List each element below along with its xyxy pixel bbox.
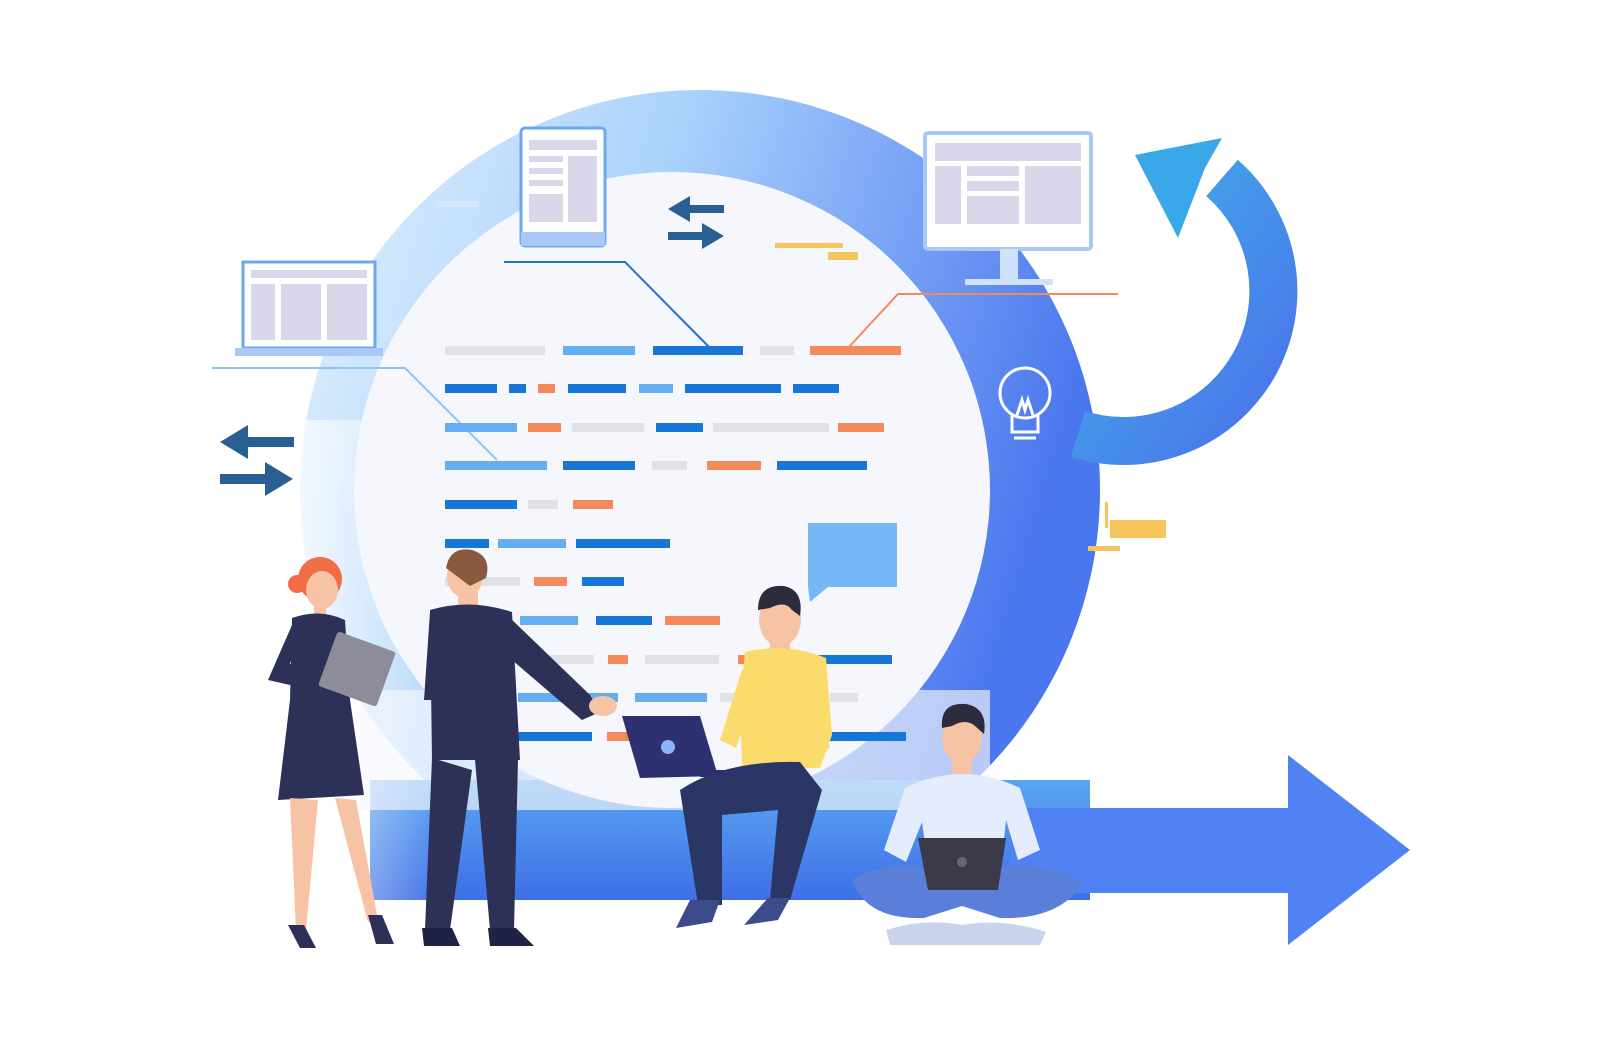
task-bar (810, 346, 901, 355)
task-bar (596, 616, 652, 625)
task-bar (573, 500, 613, 509)
task-bar (445, 461, 547, 470)
task-bar (607, 732, 633, 741)
task-bar (830, 693, 858, 702)
task-bar (509, 384, 526, 393)
task-bar (520, 616, 578, 625)
man-seated-with-laptop (622, 585, 832, 928)
task-bar (548, 655, 594, 664)
laptop-icon (235, 260, 383, 356)
task-bar (665, 616, 720, 625)
task-bar (445, 500, 517, 509)
speech-bubble-icon (808, 523, 897, 602)
swap-arrows-icon (668, 196, 724, 249)
monitor-icon (923, 131, 1093, 285)
task-bar (563, 461, 635, 470)
task-bar (639, 384, 673, 393)
task-bar (707, 461, 761, 470)
man-in-suit-pointing (422, 549, 617, 946)
task-bar (582, 577, 624, 586)
task-bar (445, 539, 489, 548)
task-bar (528, 423, 561, 432)
task-bar (720, 693, 738, 702)
task-bar (534, 577, 567, 586)
woman-with-tablet (268, 557, 396, 948)
task-bar (445, 346, 545, 355)
task-bar (445, 423, 517, 432)
task-bar (656, 423, 703, 432)
task-bar (576, 539, 670, 548)
task-bar (812, 655, 892, 664)
task-bar (838, 423, 884, 432)
man-cross-legged-with-laptop (852, 703, 1084, 945)
task-bar (608, 655, 628, 664)
task-bar (563, 346, 635, 355)
task-bar (777, 461, 867, 470)
task-bar (512, 732, 592, 741)
task-bar (760, 346, 794, 355)
task-bar (445, 384, 497, 393)
cycle-arrow-icon (1070, 138, 1298, 465)
task-bar (820, 732, 906, 741)
swap-arrows-icon (220, 425, 294, 496)
task-bar (572, 423, 644, 432)
lightbulb-icon (998, 366, 1052, 440)
task-bar (538, 384, 555, 393)
task-bar (645, 655, 719, 664)
task-bar (528, 500, 558, 509)
task-bar (445, 577, 520, 586)
task-bar (568, 384, 626, 393)
task-bar (685, 384, 781, 393)
tablet-icon (519, 126, 607, 248)
task-bar (793, 384, 839, 393)
accent-marks (437, 201, 1166, 551)
task-bar (635, 693, 707, 702)
task-bar (653, 346, 743, 355)
task-bar (713, 423, 829, 432)
task-bar (498, 539, 566, 548)
task-bar (652, 461, 687, 470)
task-bars (445, 346, 906, 741)
